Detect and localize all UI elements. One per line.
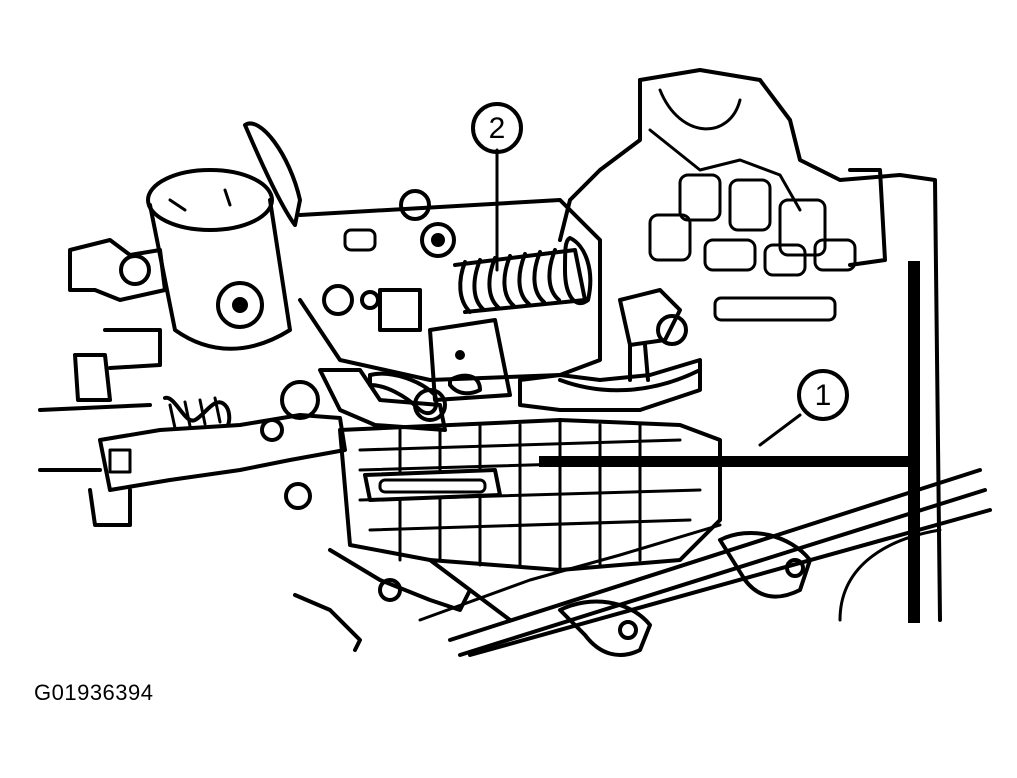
- callout-2: 2: [471, 102, 523, 154]
- left-linkage: [38, 238, 380, 527]
- housing-bracket: [558, 68, 942, 623]
- spring: [453, 236, 593, 314]
- rails: [418, 468, 992, 657]
- figure-id: G01936394: [34, 680, 154, 705]
- lower-assembly: [293, 288, 722, 652]
- callout-2-label: 2: [489, 112, 506, 145]
- callout-1: 1: [797, 369, 849, 421]
- leader-line-1: [539, 413, 916, 467]
- central-body: [298, 189, 602, 432]
- callout-1-label: 1: [815, 379, 832, 412]
- actuator-cylinder: [146, 121, 302, 351]
